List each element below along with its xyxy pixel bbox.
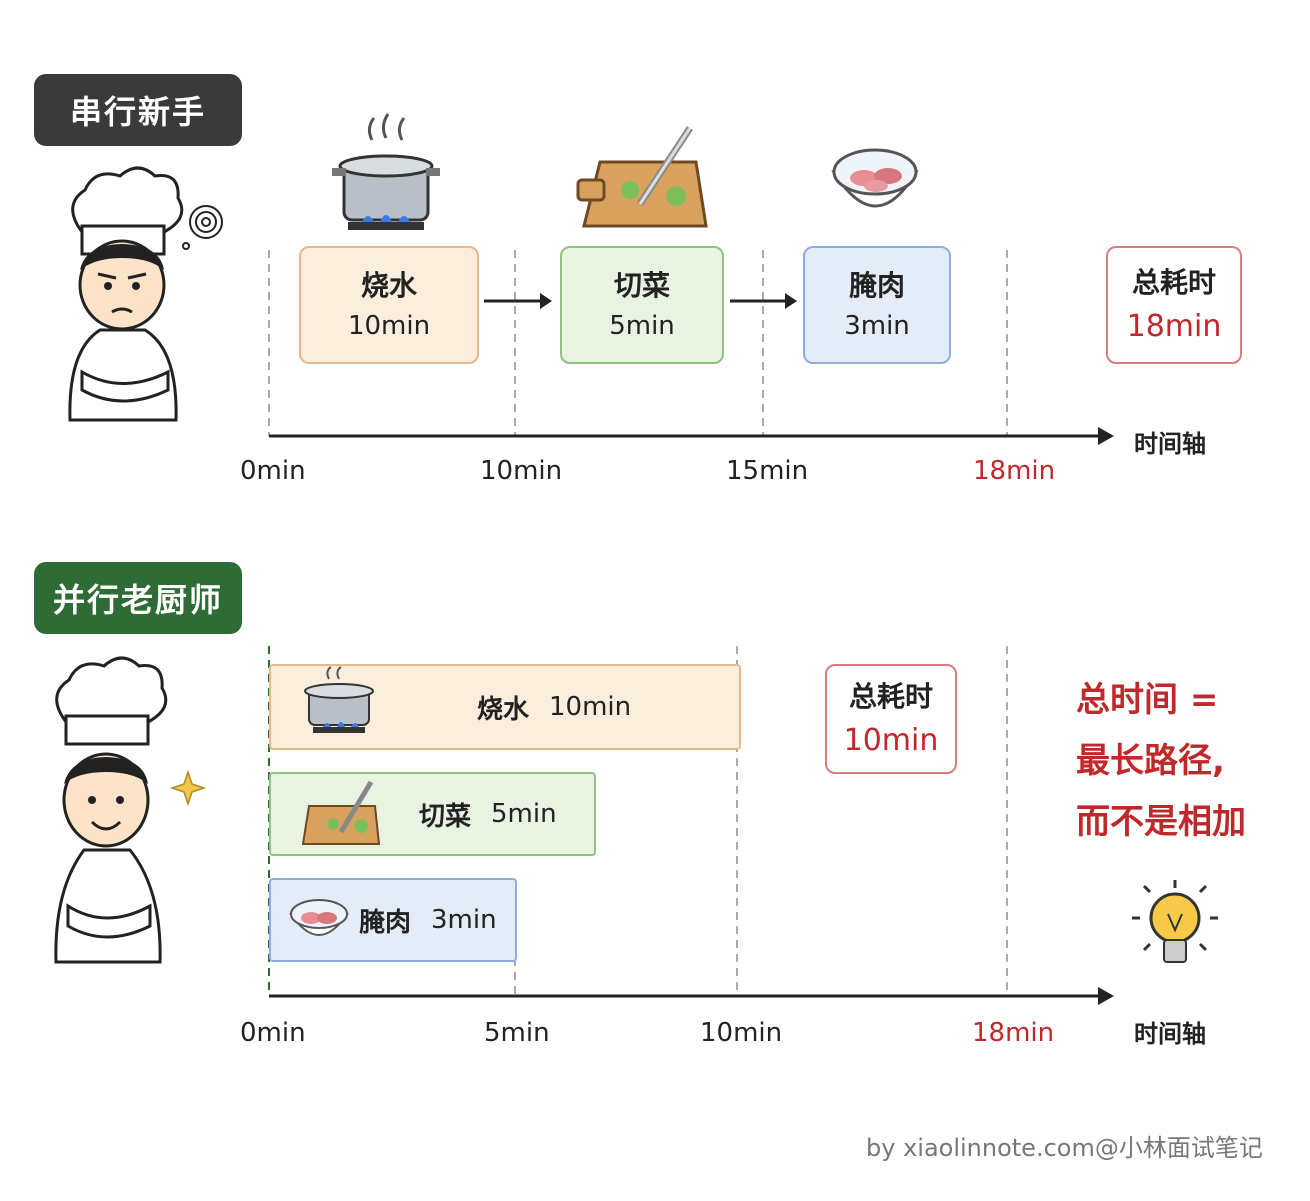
serial-task-marinate-meat: 腌肉 3min	[803, 246, 951, 364]
parallel-section-tag: 并行老厨师	[34, 562, 242, 634]
meat-bowl-small-icon	[289, 899, 349, 936]
task-name: 腌肉	[848, 268, 905, 302]
serial-tick-total: 18min	[973, 456, 1056, 486]
serial-time-axis	[269, 427, 1114, 445]
serial-task-cut-vegetables: 切菜 5min	[560, 246, 724, 364]
parallel-tick: 10min	[700, 1018, 783, 1048]
serial-task-boil-water: 烧水 10min	[299, 246, 479, 364]
boiling-pot-small-icon	[304, 666, 374, 733]
task-name: 烧水	[477, 694, 530, 725]
total-label: 总耗时	[1131, 265, 1216, 299]
task-duration: 3min	[431, 905, 497, 935]
parallel-task-marinate-meat: 腌肉 3min	[269, 878, 517, 962]
serial-gridlines	[268, 250, 1008, 436]
serial-tick: 10min	[480, 456, 563, 486]
serial-axis-title: 时间轴	[1134, 430, 1206, 458]
total-value: 18min	[1126, 308, 1222, 344]
task-duration: 5min	[491, 799, 557, 829]
parallel-task-boil-water: 烧水 10min	[269, 664, 741, 750]
parallel-axis-title: 时间轴	[1134, 1020, 1206, 1048]
boiling-pot-icon	[332, 113, 440, 230]
parallel-time-axis	[269, 987, 1114, 1005]
worried-chef-icon	[68, 166, 223, 422]
lightbulb-icon	[1132, 880, 1218, 963]
insight-line: 最长路径,	[1076, 741, 1225, 781]
task-name: 切菜	[419, 801, 472, 832]
total-label: 总耗时	[848, 679, 933, 713]
serial-tick: 0min	[240, 456, 306, 486]
cutting-board-small-icon	[301, 780, 381, 845]
task-name: 烧水	[360, 268, 417, 302]
task-duration: 5min	[609, 310, 675, 341]
parallel-tick: 0min	[240, 1018, 306, 1048]
task-name: 腌肉	[359, 907, 412, 938]
task-duration: 3min	[844, 310, 910, 341]
serial-section-tag: 串行新手	[34, 74, 242, 146]
happy-chef-icon	[54, 656, 207, 964]
watermark: by xiaolinnote.com@小林面试笔记	[866, 1134, 1263, 1162]
serial-total-time: 总耗时 18min	[1106, 246, 1242, 364]
insight-line: 总时间 =	[1076, 680, 1219, 720]
insight-text: 总时间 = 最长路径, 而不是相加	[1076, 670, 1301, 853]
parallel-tick: 5min	[484, 1018, 550, 1048]
total-value: 10min	[843, 722, 939, 758]
marinated-meat-bowl-icon	[831, 148, 919, 208]
parallel-total-time: 总耗时 10min	[825, 664, 957, 774]
serial-flow-arrows	[484, 293, 797, 309]
parallel-task-cut-vegetables: 切菜 5min	[269, 772, 596, 856]
task-duration: 10min	[549, 692, 632, 722]
task-duration: 10min	[347, 310, 431, 341]
insight-line: 而不是相加	[1076, 802, 1246, 842]
cutting-board-icon	[576, 126, 708, 228]
serial-tick: 15min	[726, 456, 809, 486]
task-name: 切菜	[613, 268, 670, 302]
parallel-tick-total: 18min	[972, 1018, 1055, 1048]
